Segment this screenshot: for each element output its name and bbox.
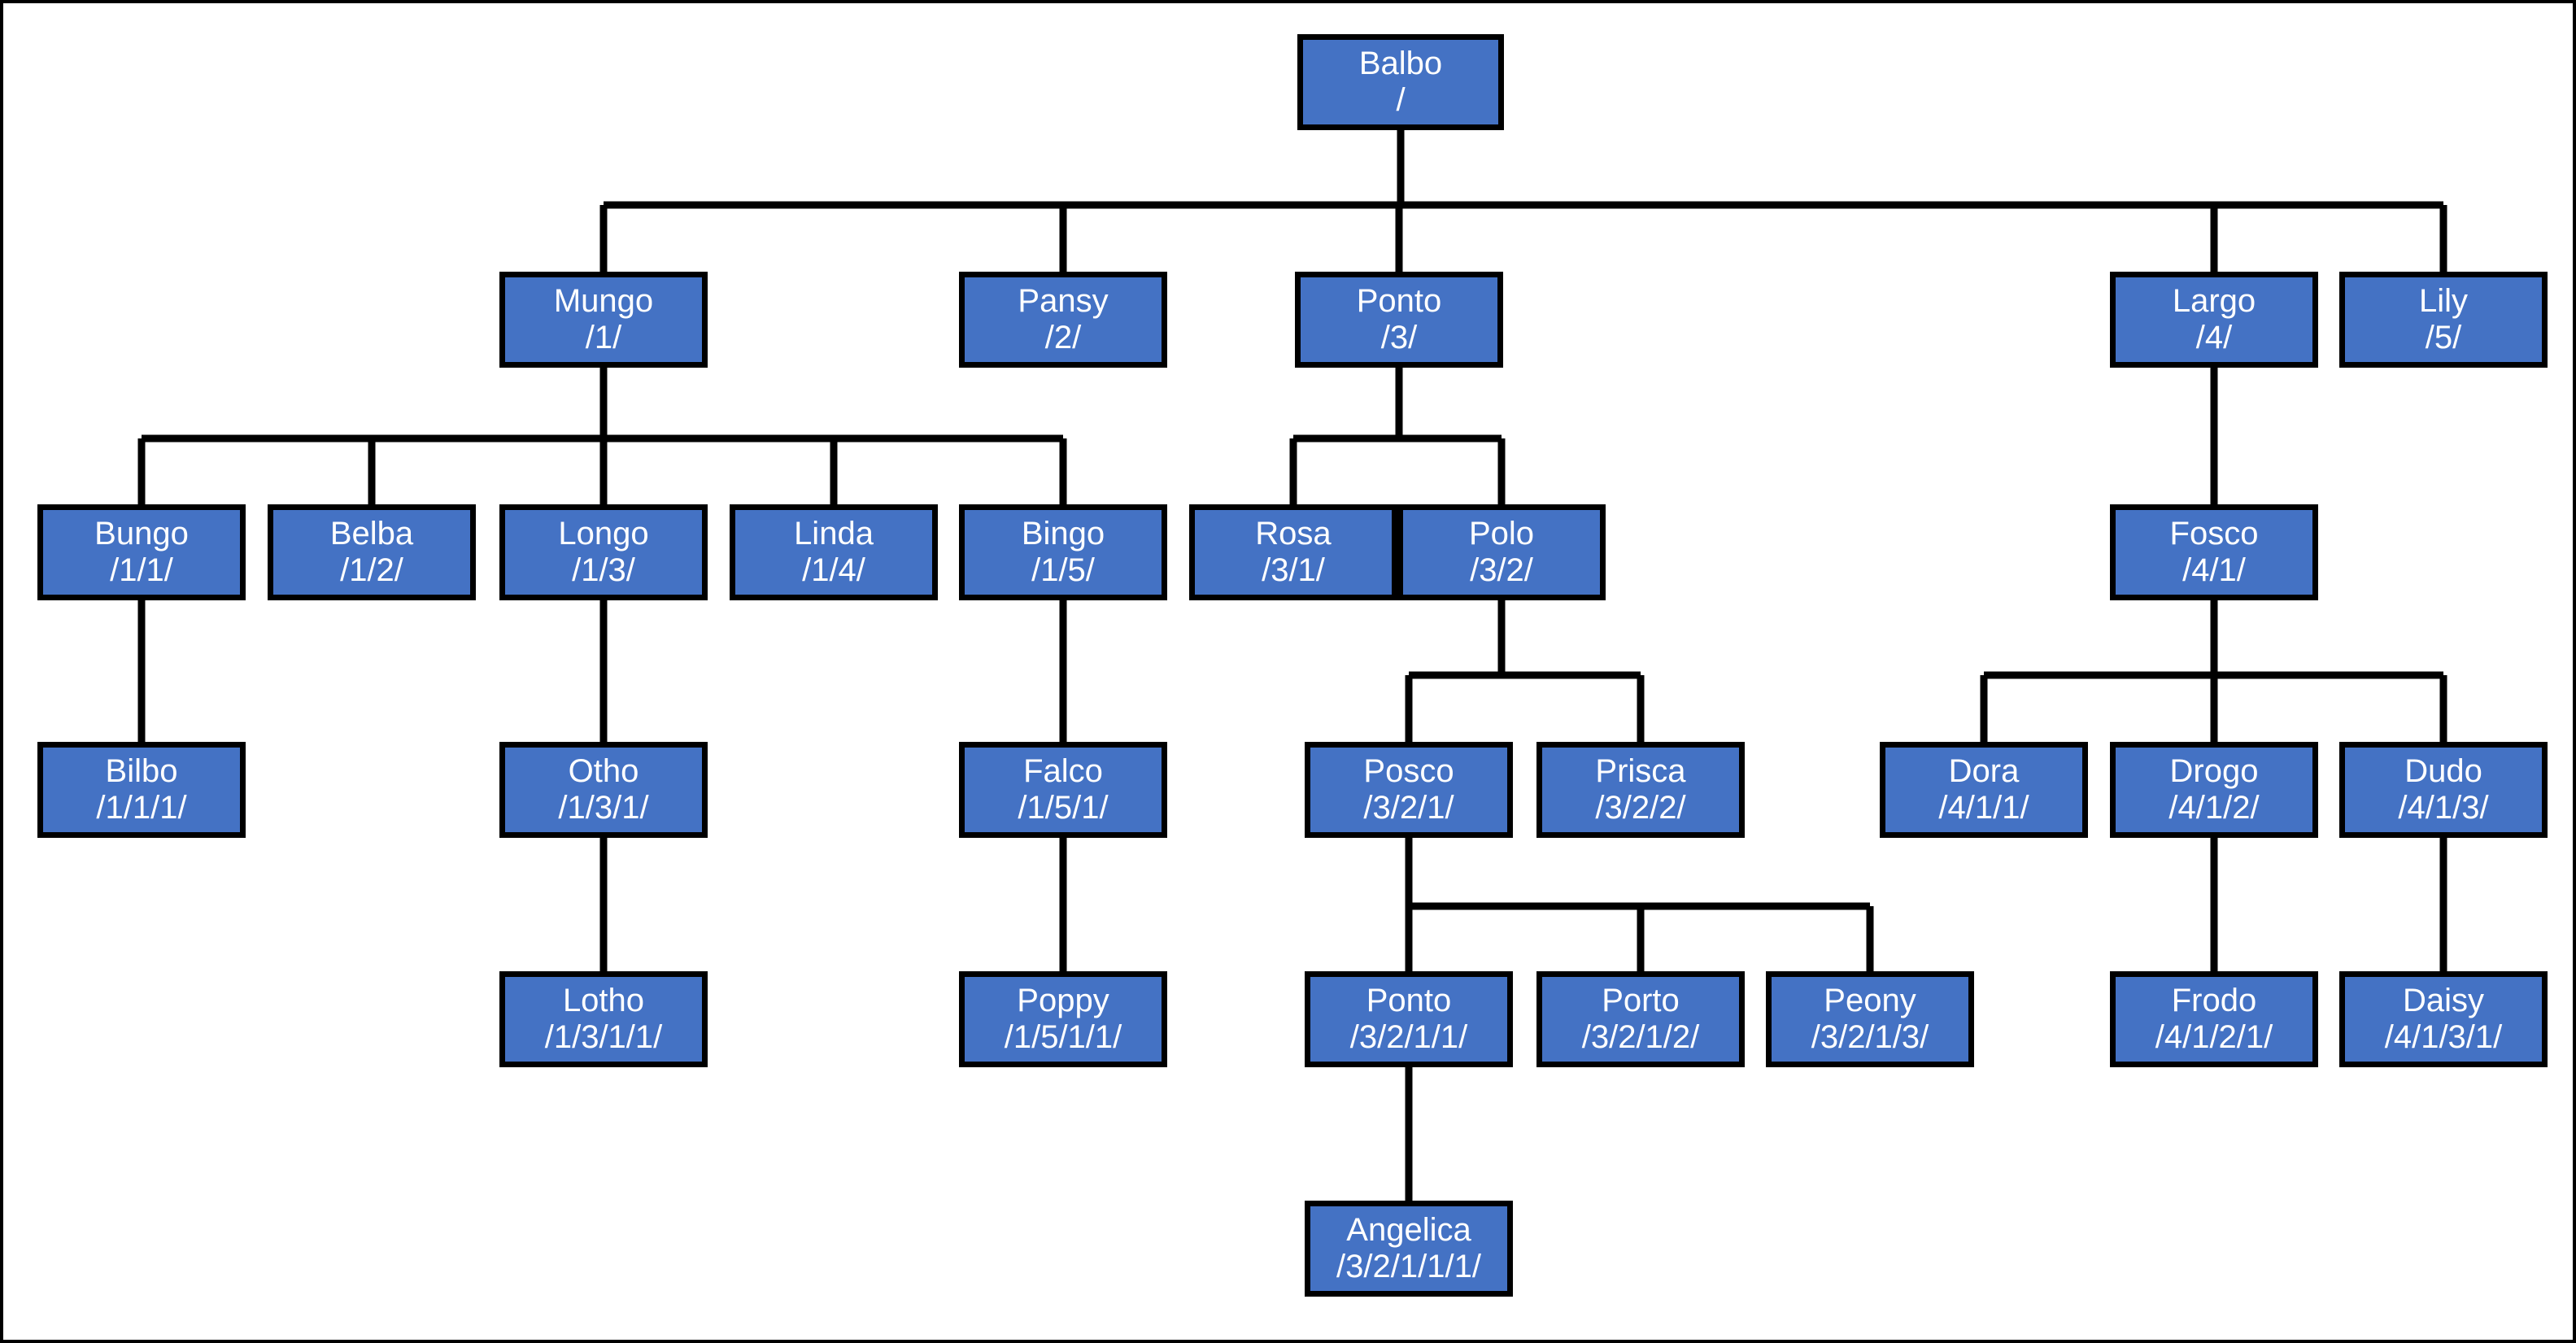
node-path: /4/1/1/ [1938,790,2029,826]
tree-node-falco[interactable]: Falco/1/5/1/ [959,742,1167,838]
tree-node-largo[interactable]: Largo/4/ [2110,272,2318,368]
node-path: /1/3/1/ [558,790,649,826]
node-path: / [1396,82,1406,118]
node-name: Pansy [1018,283,1109,320]
node-name: Dudo [2404,753,2482,790]
tree-node-dudo[interactable]: Dudo/4/1/3/ [2339,742,2548,838]
tree-node-daisy[interactable]: Daisy/4/1/3/1/ [2339,971,2548,1067]
node-name: Longo [558,516,649,552]
tree-node-longo[interactable]: Longo/1/3/ [499,504,708,600]
node-name: Drogo [2169,753,2259,790]
node-path: /2/ [1044,320,1082,355]
tree-node-rosa[interactable]: Rosa/3/1/ [1189,504,1397,600]
node-path: /1/5/1/1/ [1004,1019,1122,1055]
tree-node-angelica[interactable]: Angelica/3/2/1/1/1/ [1305,1201,1513,1297]
node-path: /3/1/ [1262,552,1325,588]
tree-node-peony[interactable]: Peony/3/2/1/3/ [1766,971,1974,1067]
node-name: Frodo [2171,983,2257,1019]
node-name: Porto [1602,983,1680,1019]
node-name: Lotho [562,983,645,1019]
node-path: /3/2/2/ [1595,790,1686,826]
tree-node-ponto2[interactable]: Ponto/3/2/1/1/ [1305,971,1513,1067]
tree-node-prisca[interactable]: Prisca/3/2/2/ [1536,742,1745,838]
tree-node-otho[interactable]: Otho/1/3/1/ [499,742,708,838]
tree-node-bingo[interactable]: Bingo/1/5/ [959,504,1167,600]
node-path: /4/1/3/ [2398,790,2489,826]
tree-node-mungo[interactable]: Mungo/1/ [499,272,708,368]
node-name: Bingo [1021,516,1105,552]
node-name: Prisca [1595,753,1686,790]
node-name: Falco [1023,753,1103,790]
node-path: /5/ [2425,320,2462,355]
node-name: Fosco [2169,516,2259,552]
node-name: Posco [1363,753,1454,790]
node-path: /1/3/ [572,552,635,588]
node-path: /3/2/1/3/ [1811,1019,1929,1055]
node-name: Belba [329,516,414,552]
node-path: /1/ [585,320,622,355]
node-name: Daisy [2402,983,2485,1019]
node-path: /3/2/1/1/1/ [1336,1249,1481,1284]
node-path: /1/1/1/ [96,790,187,826]
tree-node-polo[interactable]: Polo/3/2/ [1397,504,1606,600]
node-path: /3/2/ [1470,552,1533,588]
tree-node-poppy[interactable]: Poppy/1/5/1/1/ [959,971,1167,1067]
node-path: /1/1/ [110,552,173,588]
tree-node-bilbo[interactable]: Bilbo/1/1/1/ [37,742,246,838]
node-name: Dora [1948,753,2020,790]
node-name: Bungo [94,516,189,552]
node-name: Ponto [1356,283,1442,320]
node-path: /4/1/2/1/ [2155,1019,2273,1055]
tree-node-belba[interactable]: Belba/1/2/ [268,504,476,600]
node-path: /3/2/1/ [1363,790,1454,826]
node-path: /1/2/ [340,552,403,588]
node-name: Polo [1468,516,1535,552]
node-name: Otho [568,753,639,790]
node-path: /1/5/ [1031,552,1095,588]
tree-node-drogo[interactable]: Drogo/4/1/2/ [2110,742,2318,838]
node-path: /1/4/ [802,552,865,588]
node-name: Mungo [553,283,654,320]
node-name: Bilbo [105,753,178,790]
node-name: Ponto [1366,983,1452,1019]
node-path: /4/1/2/ [2168,790,2260,826]
node-path: /4/ [2195,320,2233,355]
node-path: /3/2/1/2/ [1581,1019,1700,1055]
tree-node-balbo[interactable]: Balbo/ [1297,34,1504,130]
tree-node-bungo[interactable]: Bungo/1/1/ [37,504,246,600]
tree-node-fosco[interactable]: Fosco/4/1/ [2110,504,2318,600]
tree-node-lotho[interactable]: Lotho/1/3/1/1/ [499,971,708,1067]
tree-node-frodo[interactable]: Frodo/4/1/2/1/ [2110,971,2318,1067]
node-name: Rosa [1255,516,1332,552]
tree-node-ponto[interactable]: Ponto/3/ [1295,272,1503,368]
node-path: /3/2/1/1/ [1349,1019,1468,1055]
node-name: Angelica [1346,1212,1471,1249]
node-name: Balbo [1358,46,1443,82]
tree-node-linda[interactable]: Linda/1/4/ [730,504,938,600]
tree-node-dora[interactable]: Dora/4/1/1/ [1880,742,2088,838]
node-name: Lily [2418,283,2469,320]
tree-node-posco[interactable]: Posco/3/2/1/ [1305,742,1513,838]
node-path: /1/3/1/1/ [544,1019,663,1055]
node-path: /1/5/1/ [1018,790,1109,826]
tree-node-pansy[interactable]: Pansy/2/ [959,272,1167,368]
edge-layer [137,130,2447,1201]
node-name: Linda [794,516,874,552]
node-name: Poppy [1017,983,1109,1019]
node-path: /3/ [1380,320,1418,355]
node-path: /4/1/ [2182,552,2246,588]
tree-node-lily[interactable]: Lily/5/ [2339,272,2548,368]
node-name: Largo [2172,283,2256,320]
node-name: Peony [1824,983,1916,1019]
tree-node-porto[interactable]: Porto/3/2/1/2/ [1536,971,1745,1067]
node-path: /4/1/3/1/ [2384,1019,2503,1055]
